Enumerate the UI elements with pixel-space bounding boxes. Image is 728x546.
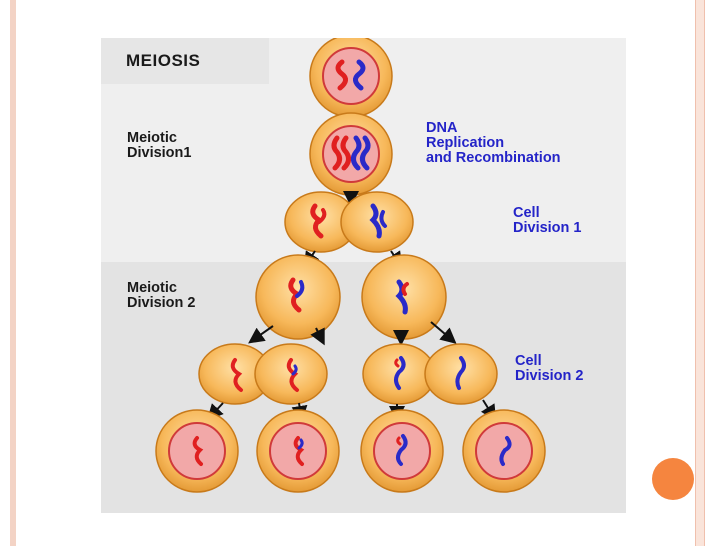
slide-right-border [695, 0, 705, 546]
label-cell-division-2-line-2: Division 2 [515, 368, 584, 384]
label-meiotic-division-2-line-2: Division 2 [127, 295, 196, 311]
daughter-cell-1 [155, 409, 239, 493]
label-dna-replication-line-2: Replication [426, 135, 505, 151]
arrow-4-b [310, 327, 325, 346]
chromosome-blue [455, 356, 466, 390]
label-dna-replication-line-3: and Recombination [426, 150, 561, 166]
label-meiotic-division-2-line-1: Meiotic [127, 280, 177, 296]
label-meiotic-division-1-line-2: Division1 [127, 145, 192, 161]
cell-dividing-1 [284, 191, 414, 253]
diagram-title: MEIOSIS [126, 51, 201, 70]
meiosis-diagram-svg [101, 38, 626, 513]
accent-dot [652, 458, 694, 500]
label-cell-division-1-line-2: Division 1 [513, 220, 582, 236]
cell-dividing-2-left [198, 343, 328, 405]
arrow-4-d [430, 321, 457, 344]
arrow-4-a [248, 325, 274, 344]
label-cell-division-1-line-1: Cell [513, 205, 540, 221]
label-dna-replication-line-1: DNA [426, 120, 458, 136]
title-box [101, 38, 269, 84]
daughter-cell-2 [256, 409, 340, 493]
daughter-cell-3 [360, 409, 444, 493]
meiosis-diagram [101, 38, 626, 513]
cell-division-2-left [255, 254, 341, 340]
cell-replication [309, 112, 393, 196]
daughter-cell-4 [462, 409, 546, 493]
label-meiotic-division-1-line-1: Meiotic [127, 130, 177, 146]
slide-left-border [10, 0, 16, 546]
cell-division-2-right [361, 254, 447, 340]
label-cell-division-2-line-1: Cell [515, 353, 542, 369]
cell-initial [309, 38, 393, 118]
